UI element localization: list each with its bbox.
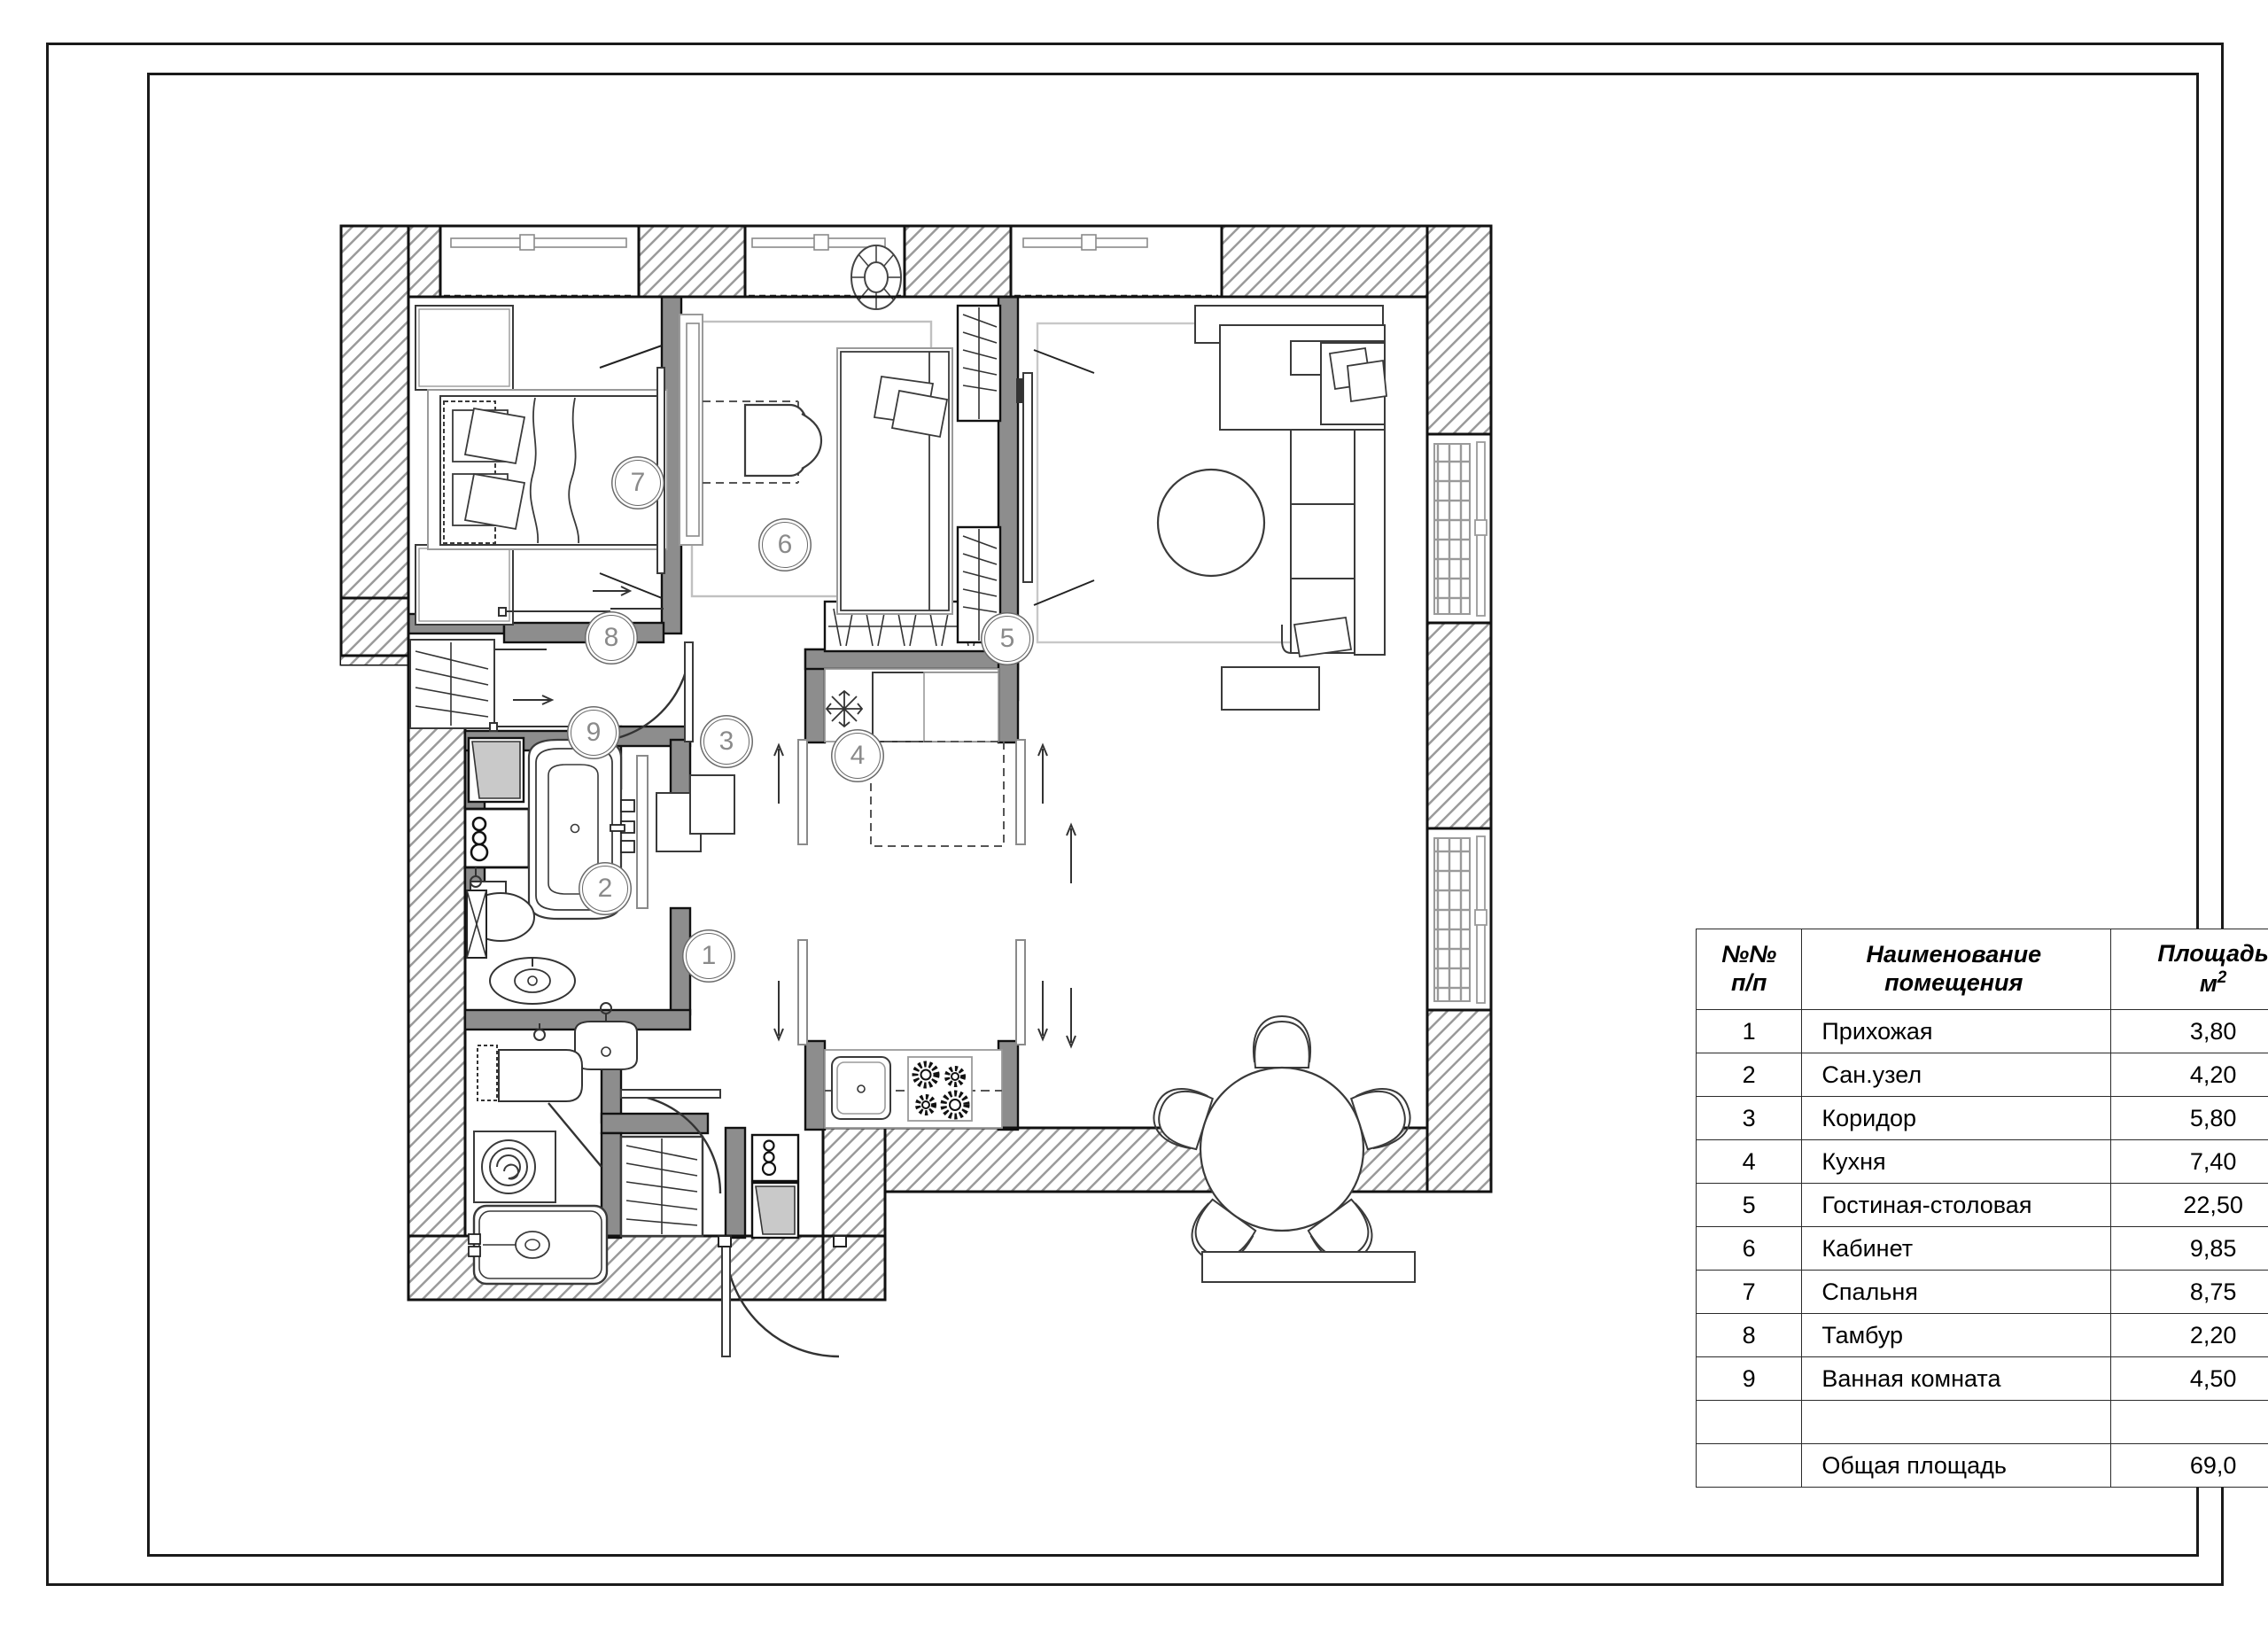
cell-area: 22,50 [2110, 1183, 2268, 1227]
cell-room-name: Коридор [1801, 1096, 2112, 1140]
refrigerator-icon [825, 689, 864, 728]
office-chair-icon [743, 403, 823, 478]
window-living-right-1 [1425, 432, 1493, 625]
room-schedule-table: №№ п/п Наименование помещения Площадь м2… [1695, 929, 2268, 1488]
table-row-blank [1695, 1400, 2268, 1444]
cell-room-name: Гостиная-столовая [1801, 1183, 2112, 1227]
cell-number [1695, 1400, 1803, 1444]
room-marker-3: 3 [703, 719, 750, 765]
cell-number: 8 [1695, 1313, 1803, 1357]
room-wc-furniture [468, 1002, 722, 1286]
cell-area: 4,50 [2110, 1356, 2268, 1401]
cell-number: 3 [1695, 1096, 1803, 1140]
room-marker-4: 4 [835, 733, 881, 779]
room-marker-8: 8 [588, 615, 634, 661]
cell-number: 4 [1695, 1139, 1803, 1184]
schedule-header: №№ п/п Наименование помещения Площадь м2 [1695, 929, 2268, 1010]
room-marker-label: 5 [999, 624, 1015, 653]
room-marker-label: 2 [597, 874, 613, 903]
room-living-furniture [1016, 305, 1418, 1283]
cell-number: 9 [1695, 1356, 1803, 1401]
room-bathroom-furniture [463, 695, 702, 1005]
header-name: Наименование помещения [1801, 929, 2112, 1010]
cell-room-name: Прихожая [1801, 1009, 2112, 1053]
room-entry-furniture [619, 1135, 847, 1358]
cell-number: 6 [1695, 1226, 1803, 1271]
header-area-line1: Площадь [2157, 940, 2268, 968]
room-marker-1: 1 [686, 933, 732, 979]
room-marker-label: 6 [777, 530, 793, 559]
header-name-line1: Наименование [1866, 941, 2042, 968]
cell-number: 2 [1695, 1053, 1803, 1097]
room-marker-label: 9 [586, 718, 602, 747]
floor-plan-drawing: 7 6 5 8 9 3 4 2 1 [309, 208, 1594, 1502]
decor-rosette-icon [850, 245, 902, 310]
table-header-row: №№ п/п Наименование помещения Площадь м2 [1695, 929, 2268, 1010]
cell-area: 4,20 [2110, 1053, 2268, 1097]
cell-area: 5,80 [2110, 1096, 2268, 1140]
header-area-line2: м2 [2199, 968, 2227, 997]
room-marker-2: 2 [582, 866, 628, 912]
header-name-line2: помещения [1884, 969, 2023, 996]
sheet-frame-inner: 7 6 5 8 9 3 4 2 1 [147, 73, 2268, 1557]
cell-number [1695, 1443, 1803, 1488]
cell-area: 8,75 [2110, 1270, 2268, 1314]
room-kitchen-furniture [823, 600, 1005, 1129]
cell-room-name: Кабинет [1801, 1226, 2112, 1271]
window-living-top [1009, 224, 1223, 299]
room-marker-label: 8 [603, 623, 619, 652]
cell-room-name [1801, 1400, 2112, 1444]
room-marker-label: 3 [718, 727, 734, 756]
room-marker-9: 9 [571, 710, 617, 756]
cell-room-name: Тамбур [1801, 1313, 2112, 1357]
cell-number: 5 [1695, 1183, 1803, 1227]
window-bedroom [439, 224, 641, 299]
cell-area: 2,20 [2110, 1313, 2268, 1357]
cell-room-name: Спальня [1801, 1270, 2112, 1314]
cell-number: 7 [1695, 1270, 1803, 1314]
room-marker-label: 7 [630, 468, 646, 497]
room-study-furniture [679, 304, 1002, 644]
room-marker-6: 6 [762, 522, 808, 568]
cell-area: 69,0 [2110, 1443, 2268, 1488]
cooktop-icon [907, 1056, 973, 1122]
cell-room-name: Кухня [1801, 1139, 2112, 1184]
cell-area: 7,40 [2110, 1139, 2268, 1184]
window-study [743, 224, 906, 310]
cell-number: 1 [1695, 1009, 1803, 1053]
cell-room-name: Ванная комната [1801, 1356, 2112, 1401]
dining-set [1146, 1015, 1418, 1275]
windows [439, 224, 1493, 1012]
room-corridor-fittings [689, 739, 1048, 1240]
sheet-frame-outer [46, 43, 2224, 1586]
header-number: №№ п/п [1695, 929, 1803, 1010]
kitchen-sink-icon [831, 1056, 891, 1120]
header-area-superscript: 2 [2217, 968, 2227, 987]
cell-area [2110, 1400, 2268, 1444]
cell-area: 9,85 [2110, 1226, 2268, 1271]
room-marker-label: 1 [701, 941, 717, 970]
header-area: Площадь м2 [2110, 929, 2268, 1010]
window-living-right-2 [1425, 827, 1493, 1012]
cell-area: 3,80 [2110, 1009, 2268, 1053]
room-marker-7: 7 [615, 460, 661, 506]
cell-room-name: Сан.узел [1801, 1053, 2112, 1097]
room-marker-5: 5 [984, 616, 1030, 662]
header-number-line1: №№ [1721, 941, 1777, 968]
room-marker-label: 4 [850, 741, 866, 770]
cell-room-name: Общая площадь [1801, 1443, 2112, 1488]
header-number-line2: п/п [1730, 969, 1767, 996]
